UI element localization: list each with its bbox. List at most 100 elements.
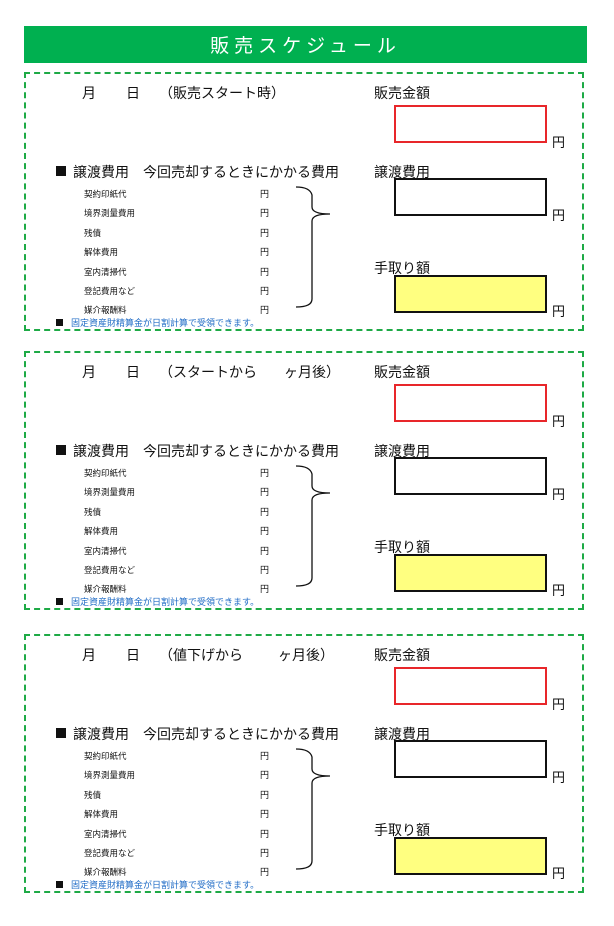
yen-unit: 円: [552, 584, 566, 599]
cost-heading: 譲渡費用 今回売却するときにかかる費用: [56, 162, 339, 182]
cost-item-yen: 円: [260, 469, 270, 479]
net-amount-field[interactable]: [394, 554, 547, 592]
cost-item-label: 媒介報酬料: [84, 306, 127, 317]
cost-item-label: 登記費用など: [84, 286, 136, 297]
cost-item: 残債 円: [84, 225, 284, 244]
timing-label: （値下げから: [159, 648, 243, 664]
cost-heading-text: 譲渡費用 今回売却するときにかかる費用: [73, 165, 339, 181]
net-amount-field[interactable]: [394, 275, 547, 313]
cost-item-label: 境界測量費用: [84, 209, 136, 220]
cost-item-label: 解体費用: [84, 810, 119, 821]
brace-icon: [295, 748, 331, 870]
cost-item-yen: 円: [260, 848, 270, 859]
net-amount-field[interactable]: [394, 837, 547, 875]
footnote-text: 固定資産財精算金が日割計算で受領できます。: [71, 881, 260, 891]
cost-item-yen: 円: [260, 810, 270, 821]
schedule-section-2: 月 日 （スタートから ヶ月後） 販売金額 円 譲渡費用 今回売却するときにかか…: [24, 351, 584, 610]
cost-item-label: 残債: [84, 507, 102, 518]
cost-item-yen: 円: [260, 790, 270, 801]
cost-item-yen: 円: [260, 267, 270, 278]
cost-item: 登記費用など 円: [84, 562, 284, 581]
timing-label: （スタートから: [159, 365, 257, 381]
brace-icon: [295, 186, 331, 308]
cost-item: 契約印紙代 円: [84, 465, 284, 484]
cost-item: 登記費用など円: [84, 845, 284, 864]
yen-unit: 円: [552, 867, 566, 882]
bullet-square-icon: [56, 881, 63, 888]
cost-item-label: 登記費用など: [84, 565, 136, 576]
footnote-text: 固定資産財精算金が日割計算で受領できます。: [71, 598, 260, 608]
cost-item-yen: 円: [260, 228, 270, 239]
sale-amount-field[interactable]: [394, 667, 547, 705]
sale-amount-field[interactable]: [394, 105, 547, 143]
cost-item-yen: 円: [260, 752, 270, 762]
sale-amount-label: 販売金額: [374, 648, 430, 664]
cost-item-yen: 円: [260, 488, 270, 499]
cost-item: 室内清掃代円: [84, 543, 284, 562]
cost-item-yen: 円: [260, 868, 270, 879]
cost-item: 解体費用 円: [84, 806, 284, 825]
cost-item-yen: 円: [260, 565, 270, 576]
cost-item-yen: 円: [260, 248, 270, 259]
cost-item-label: 室内清掃代: [84, 829, 127, 840]
transfer-cost-label: 譲渡費用: [374, 727, 430, 743]
cost-item: 境界測量費用 円: [84, 767, 284, 786]
cost-item-yen: 円: [260, 771, 270, 782]
footnote: 固定資産財精算金が日割計算で受領できます。: [56, 595, 259, 608]
cost-item: 媒介報酬料 円: [84, 302, 284, 321]
month-label: 月: [82, 648, 96, 664]
cost-item-label: 解体費用: [84, 248, 119, 259]
cost-item-list: 契約印紙代円 境界測量費用円 残債円 解体費用円 室内清掃代円 登記費用など円 …: [84, 465, 284, 601]
day-label: 日: [126, 86, 140, 102]
yen-unit: 円: [552, 415, 566, 430]
cost-item-yen: 円: [260, 829, 270, 840]
brace-icon: [295, 465, 331, 587]
cost-item-yen: 円: [260, 306, 270, 317]
yen-unit: 円: [552, 771, 566, 786]
transfer-cost-label: 譲渡費用: [374, 165, 430, 181]
cost-item: 境界測量費用 円: [84, 484, 284, 503]
transfer-cost-field[interactable]: [394, 178, 547, 216]
cost-item-label: 境界測量費用: [84, 488, 136, 499]
cost-item: 契約印紙代 円: [84, 186, 284, 205]
cost-heading-text: 譲渡費用 今回売却するときにかかる費用: [73, 444, 339, 460]
cost-item-label: 契約印紙代: [84, 190, 127, 200]
transfer-cost-field[interactable]: [394, 457, 547, 495]
cost-item-label: 媒介報酬料: [84, 868, 127, 879]
cost-item: 媒介報酬料 円: [84, 581, 284, 600]
bullet-square-icon: [56, 319, 63, 326]
schedule-section-1: 月 日 （販売スタート時） 販売金額 円 譲渡費用 今回売却するときにかかる費用…: [24, 72, 584, 331]
transfer-cost-label: 譲渡費用: [374, 444, 430, 460]
cost-item-yen: 円: [260, 286, 270, 297]
timing-tail-label: ヶ月後）: [278, 648, 334, 664]
transfer-cost-field[interactable]: [394, 740, 547, 778]
section-header: 月 日 （販売スタート時）: [26, 83, 356, 102]
section-header: 月 日 （値下げから ヶ月後）: [26, 645, 356, 664]
sale-amount-field[interactable]: [394, 384, 547, 422]
sale-amount-label: 販売金額: [374, 86, 430, 102]
net-amount-label: 手取り額: [374, 261, 430, 277]
cost-item: 室内清掃代 円: [84, 264, 284, 283]
cost-item-label: 境界測量費用: [84, 771, 136, 782]
yen-unit: 円: [552, 698, 566, 713]
cost-item-label: 残債: [84, 790, 102, 801]
bullet-square-icon: [56, 728, 66, 738]
cost-item-yen: 円: [260, 190, 270, 200]
schedule-section-3: 月 日 （値下げから ヶ月後） 販売金額 円 譲渡費用 今回売却するときにかかる…: [24, 634, 584, 893]
net-amount-label: 手取り額: [374, 540, 430, 556]
page-title: 販売スケジュール: [24, 26, 587, 63]
cost-item: 登記費用など 円: [84, 283, 284, 302]
yen-unit: 円: [552, 488, 566, 503]
cost-item-label: 契約印紙代: [84, 469, 127, 479]
cost-item-yen: 円: [260, 527, 270, 538]
cost-item: 残債 円: [84, 787, 284, 806]
timing-label: （販売スタート時）: [159, 86, 285, 102]
cost-item: 媒介報酬料 円: [84, 864, 284, 883]
footnote-text: 固定資産財精算金が日割計算で受領できます。: [71, 319, 260, 329]
sale-amount-label: 販売金額: [374, 365, 430, 381]
cost-item-yen: 円: [260, 585, 270, 596]
cost-item-label: 室内清掃代: [84, 267, 127, 278]
cost-item-label: 媒介報酬料: [84, 585, 127, 596]
cost-item-label: 残債: [84, 228, 102, 239]
bullet-square-icon: [56, 445, 66, 455]
